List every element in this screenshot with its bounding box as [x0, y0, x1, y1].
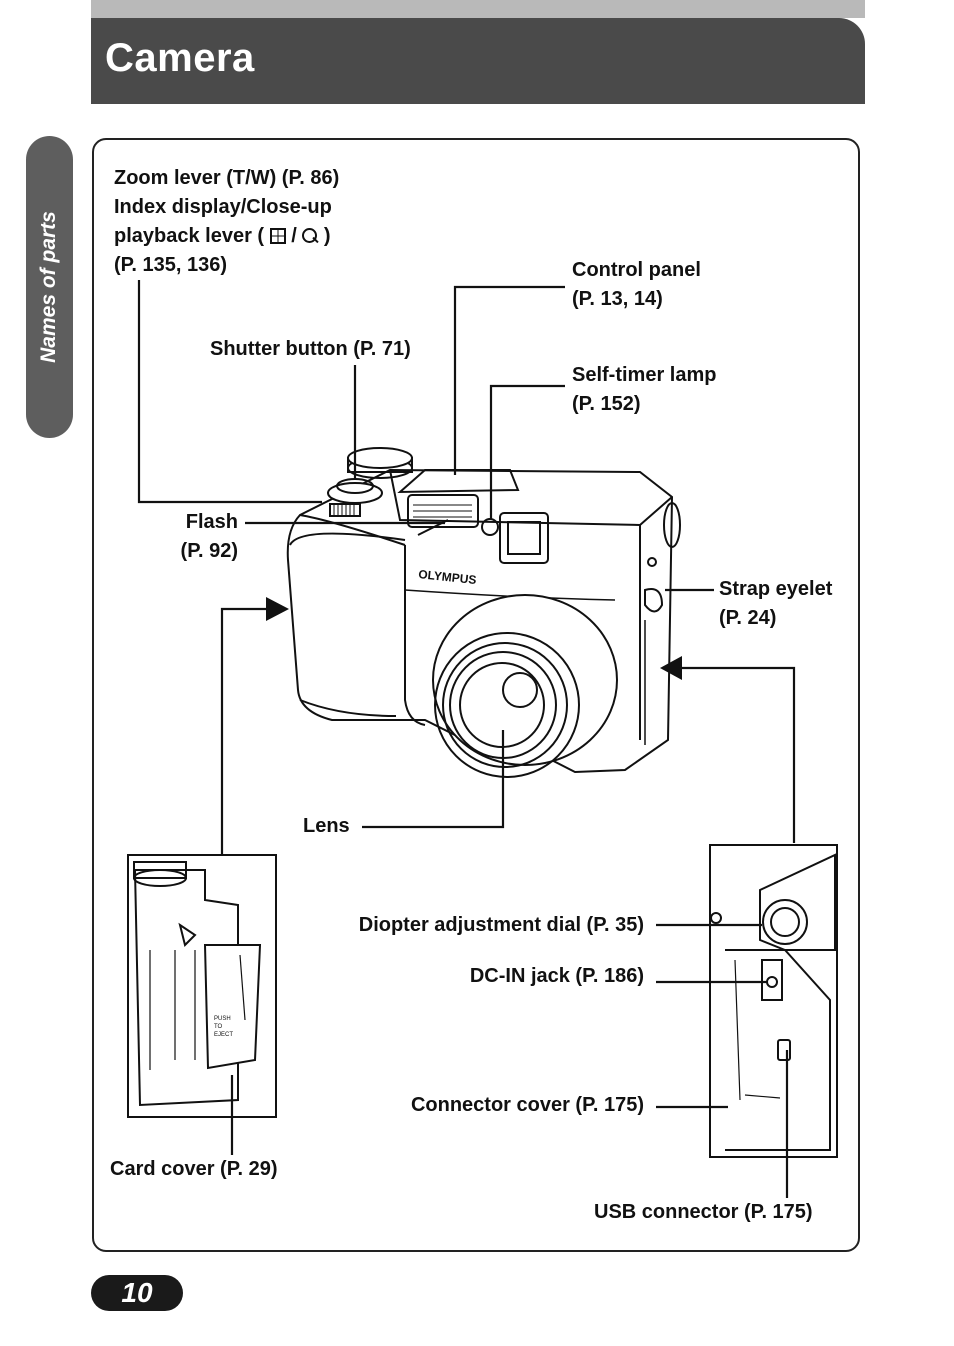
- label-dc-in-jack: DC-IN jack (P. 186): [469, 965, 644, 987]
- card-cover-inset: PUSH TO EJECT: [127, 854, 277, 1118]
- card-cover-push: PUSH: [214, 1016, 231, 1022]
- leader-lines: [137, 280, 796, 1198]
- label-shutter-button: Shutter button (P. 71): [210, 338, 411, 360]
- label-card-cover: Card cover (P. 29): [110, 1158, 278, 1180]
- label-zoom-lever: Zoom lever (T/W) (P. 86) Index display/C…: [114, 167, 340, 276]
- label-diopter-dial: Diopter adjustment dial (P. 35): [358, 914, 644, 936]
- card-cover-to: TO: [214, 1024, 223, 1030]
- page-title: Camera: [105, 36, 255, 80]
- label-control-panel: Control panel (P. 13, 14): [572, 259, 701, 310]
- side-tab: Names of parts: [26, 136, 73, 438]
- label-usb-connector: USB connector (P. 175): [594, 1201, 813, 1223]
- page-number: 10: [121, 1277, 153, 1308]
- side-view-inset: [709, 844, 838, 1158]
- card-cover-eject: EJECT: [214, 1032, 233, 1038]
- diagram-frame: [92, 138, 860, 1252]
- magnifier-icon: [302, 228, 320, 244]
- arrow-to-card-cover: [266, 597, 289, 621]
- section-header: Camera: [91, 18, 865, 104]
- label-flash: Flash (P. 92): [180, 511, 238, 562]
- label-self-timer-lamp: Self-timer lamp (P. 152): [572, 364, 717, 415]
- camera-body: [286, 447, 681, 778]
- label-strap-eyelet: Strap eyelet (P. 24): [719, 578, 833, 629]
- index-display-icon: [269, 228, 286, 244]
- arrow-to-side: [660, 656, 682, 680]
- brand-logo: OLYMPUS: [418, 567, 477, 587]
- top-gray-bar: [91, 0, 865, 18]
- page-number-badge: 10: [91, 1275, 183, 1311]
- label-connector-cover: Connector cover (P. 175): [410, 1094, 644, 1116]
- label-lens: Lens: [303, 815, 350, 837]
